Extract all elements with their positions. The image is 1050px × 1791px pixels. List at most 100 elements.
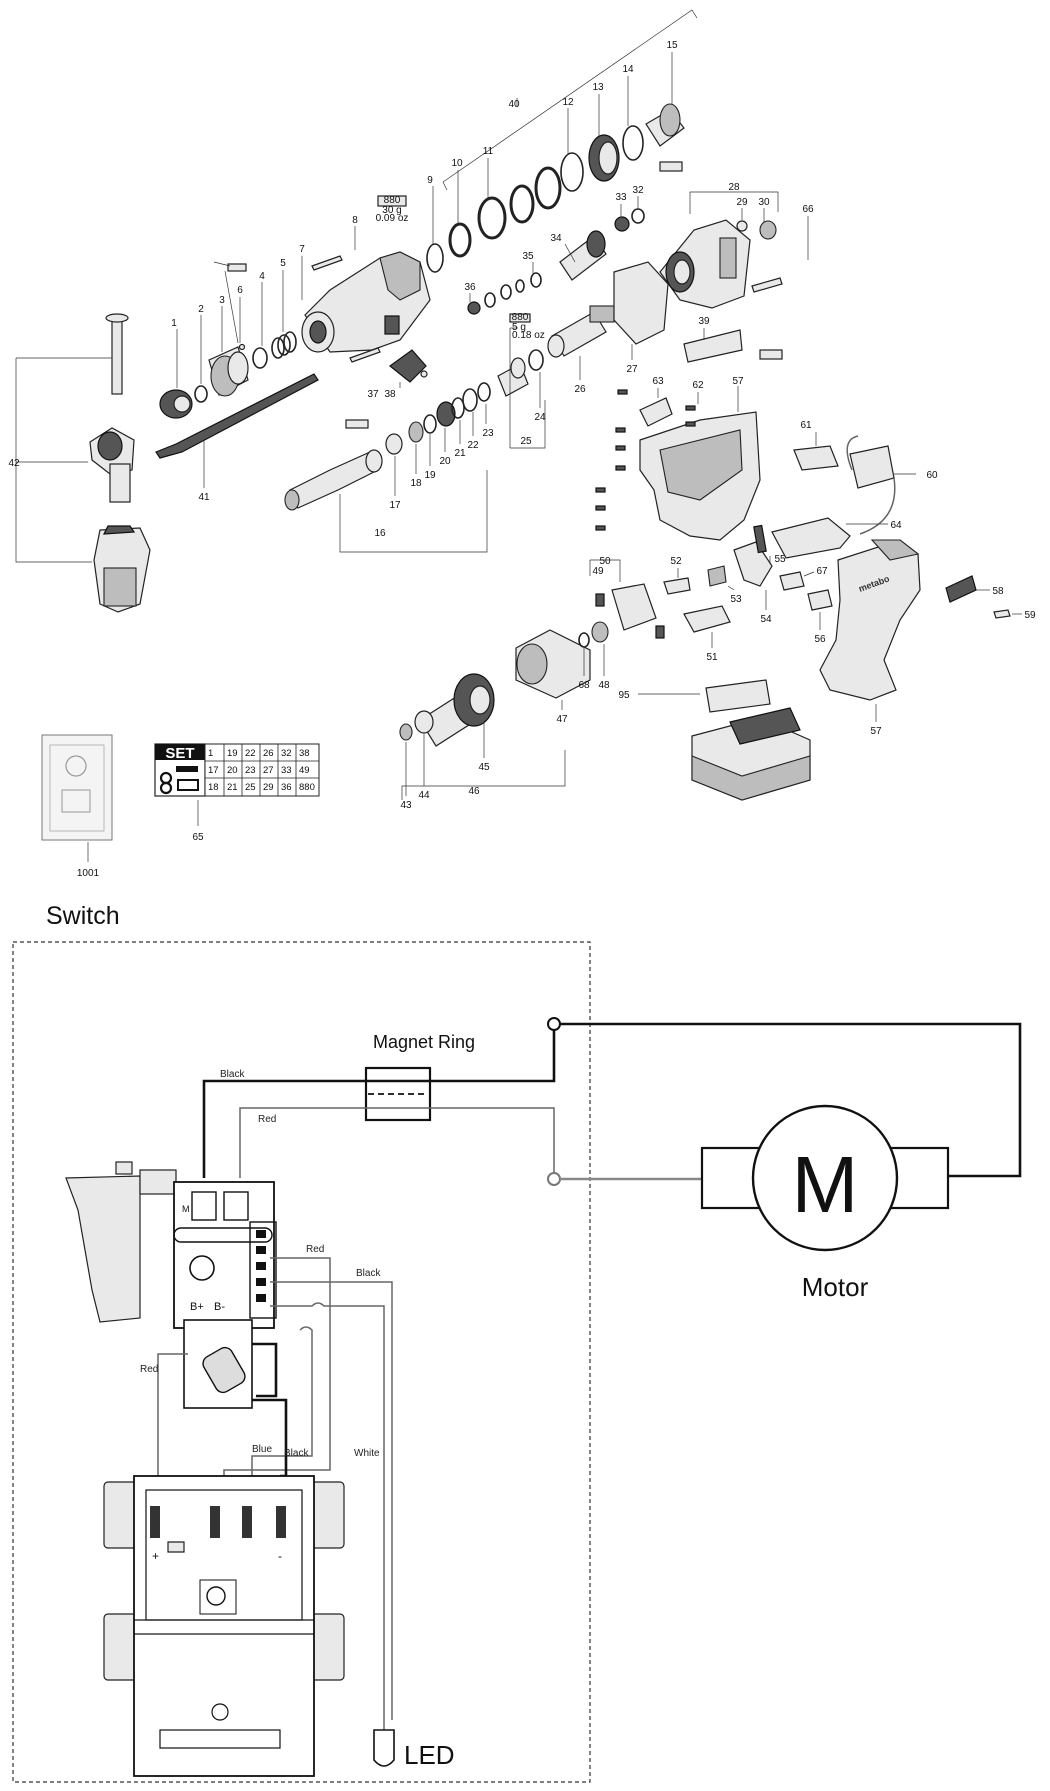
label-95: 95 [618,690,630,701]
black-wire-low [252,1398,288,1478]
motor-symbol [751,1104,899,1252]
part-51 [683,605,731,648]
part-61 [793,432,839,471]
part-20 [436,401,456,452]
label-36: 36 [464,282,476,293]
part-59 [993,609,1022,619]
set-cell: 23 [245,765,256,776]
label-5: 5 [280,258,286,269]
label-47: 47 [556,714,568,725]
motor-wire-black [560,1022,1022,1178]
part-68 [578,632,590,676]
set-cell: 17 [208,765,219,776]
grease-tag-middle-amount: 5 g [512,322,526,333]
part-11 [477,158,507,240]
wire-label-black-mid: Black [356,1268,381,1279]
set-cell: 49 [299,765,310,776]
label-59: 59 [1024,610,1036,621]
part-36 [467,279,525,315]
label-66: 66 [802,204,814,215]
set-cell: 36 [281,782,292,793]
label-9: 9 [427,175,433,186]
part-4 [252,282,268,369]
exploded-view: 880 30 g 0.09 oz [8,9,1036,879]
screw-icon [176,766,198,772]
label-15: 15 [666,40,678,51]
wire-label-red-top: Red [258,1114,276,1125]
label-20: 20 [439,456,451,467]
part-21 [451,397,465,444]
motor-symbol-letter: M [792,1140,859,1229]
label-43: 43 [400,800,412,811]
label-11: 11 [483,146,494,157]
grease-tag-middle-oz: 0.18 oz [512,330,545,341]
label-51: 51 [706,652,718,663]
b-minus-label: B- [214,1301,225,1313]
set-cell: 32 [281,748,292,759]
part-57-lower [819,539,921,722]
set-cell: 29 [263,782,274,793]
set-cell: 19 [227,748,238,759]
minus-terminal-label: - [278,1549,282,1563]
label-28: 28 [728,182,740,193]
part-53 [707,565,735,591]
grease-tag-top-oz: 0.09 oz [376,213,409,224]
label-4: 4 [259,271,265,282]
part-55 [753,524,771,564]
part-13 [588,94,683,182]
label-52: 52 [670,556,682,567]
label-17: 17 [389,500,401,511]
magnet-ring [364,1066,432,1122]
part-44 [414,710,434,786]
label-23: 23 [482,428,494,439]
label-27: 27 [626,364,638,375]
wire-label-black-top: Black [220,1069,245,1080]
part-42 [15,313,151,613]
wire-label-red-mid: Red [306,1244,324,1255]
label-3: 3 [219,295,225,306]
set-cell: 33 [281,765,292,776]
label-24: 24 [534,412,546,423]
part-50 [589,559,657,631]
red-junction [547,1172,561,1186]
label-44: 44 [418,790,430,801]
part-1001-thumbnail [41,734,113,862]
set-cell: 38 [299,748,310,759]
label-57-lower: 57 [870,726,882,737]
part-15 [645,52,685,147]
wiring-diagram: Switch Magnet Ring M Motor Black Red [12,902,1022,1783]
part-number-labels: 1 2 3 4 5 6 7 8 9 10 11 12 13 14 15 16 1… [8,40,1036,879]
set-badge: SET 1 19 22 26 32 38 17 20 [154,743,320,843]
part-66 [751,216,809,293]
label-67: 67 [816,566,828,577]
label-62: 62 [692,380,704,391]
label-13: 13 [592,82,604,93]
part-17 [345,419,403,496]
black-junction [547,1017,561,1031]
wire-label-black-low: Black [284,1448,309,1459]
part-57-upper [639,386,761,541]
red-wire-mid [223,1257,331,1476]
part-58 [945,575,990,603]
part-64 [771,517,888,559]
part-5 [271,270,297,359]
label-14: 14 [622,64,634,75]
red-wire-left [157,1353,188,1476]
wire-label-blue: Blue [252,1444,272,1455]
label-39: 39 [698,316,710,327]
label-68: 68 [578,680,590,691]
part-14 [622,76,644,161]
label-49: 49 [592,566,604,577]
label-6: 6 [237,285,243,296]
label-46: 46 [468,786,480,797]
part-24 [520,349,546,449]
motor-label: Motor [802,1272,869,1302]
label-25: 25 [520,436,532,447]
set-cell: 1 [208,748,213,759]
label-35: 35 [522,251,534,262]
white-wire [270,1302,385,1730]
label-12: 12 [562,97,574,108]
battery-pack [691,707,811,801]
switch-title: Switch [46,902,120,930]
part-62 [595,389,699,531]
